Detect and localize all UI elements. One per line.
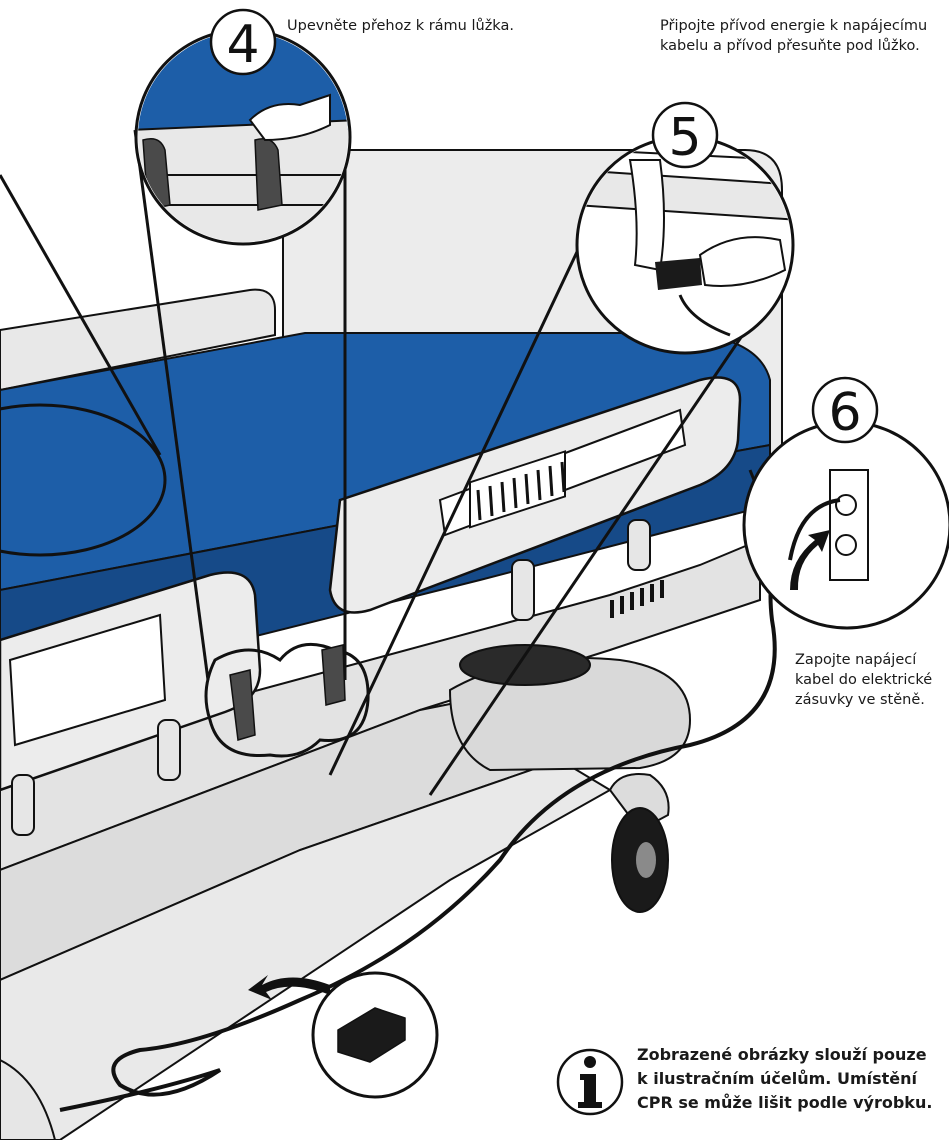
caster-hub [636, 842, 656, 878]
outlet-socket-top [836, 495, 856, 515]
outlet-socket-bottom [836, 535, 856, 555]
step-5-caption: Připojte přívod energie k napájecímu kab… [660, 16, 949, 56]
step-5-number: 5 [668, 108, 701, 168]
info-icon [558, 1050, 622, 1114]
step-4-caption: Upevněte přehoz k rámu lůžka. [287, 16, 557, 36]
step-6-caption: Zapojte napájecí kabel do elektrické zás… [795, 650, 945, 710]
step-5-detail: 5 [575, 103, 800, 353]
lift-column [460, 645, 590, 685]
step-6-number: 6 [828, 383, 861, 443]
info-note: Zobrazené obrázky slouží pouze k ilustra… [637, 1043, 937, 1115]
step-4-number: 4 [226, 15, 259, 75]
power-connector [655, 258, 702, 290]
wall-outlet-plate [830, 470, 868, 580]
